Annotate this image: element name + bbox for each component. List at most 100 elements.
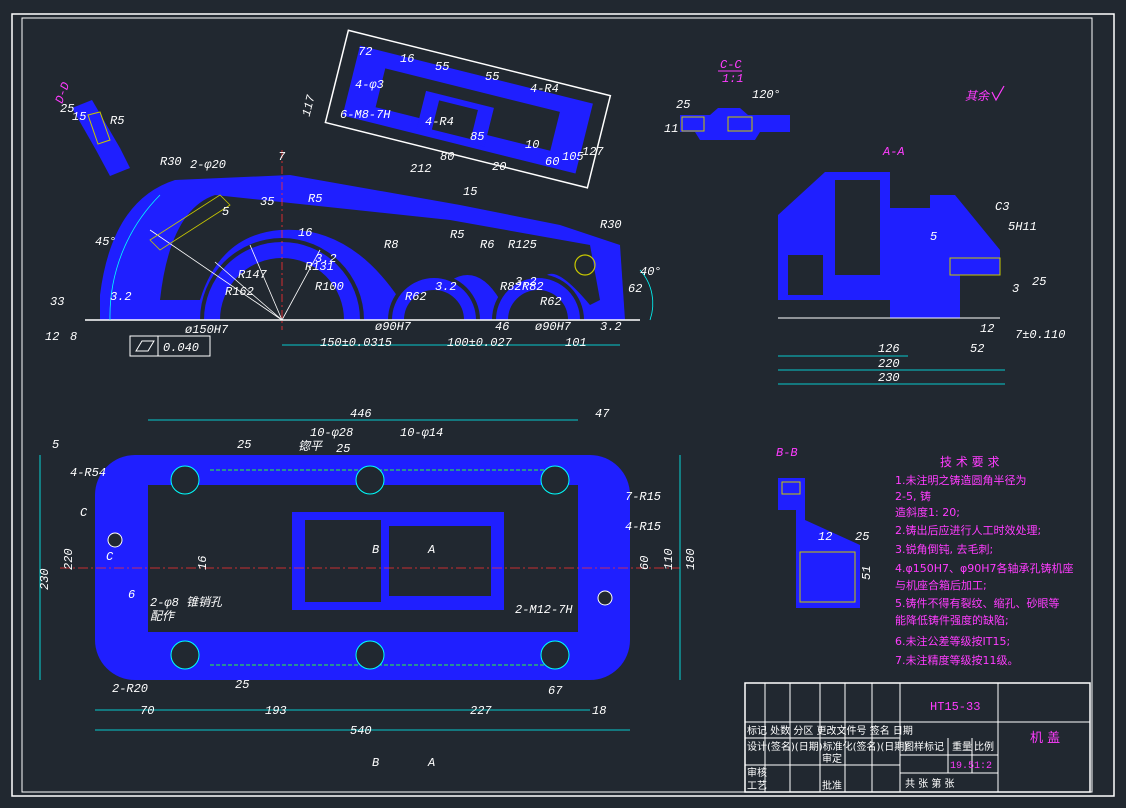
aa-hatch bbox=[949, 257, 1001, 276]
bb-shape bbox=[778, 478, 860, 608]
bb-12: 12 bbox=[818, 530, 832, 544]
dim-80: 80 bbox=[440, 150, 454, 164]
dim-117: 117 bbox=[300, 93, 319, 118]
tech-notes: 技 术 要 求 1.未注明之铸造圆角半径为 2-5, 铸 造斜度1: 20; 2… bbox=[895, 455, 1074, 667]
dd-15: 15 bbox=[72, 110, 86, 124]
dim-6m8: 6-M8-7H bbox=[340, 108, 391, 122]
dim-r125: R125 bbox=[508, 238, 537, 252]
dim-r82a: R82 bbox=[500, 280, 522, 294]
dim-85: 85 bbox=[470, 130, 484, 144]
aa-25: 25 bbox=[1032, 275, 1046, 289]
dim-32a: 3.2 bbox=[315, 252, 337, 266]
plan-window bbox=[381, 518, 499, 604]
dim-r6: R6 bbox=[480, 238, 494, 252]
plan-b1: B bbox=[372, 543, 379, 557]
note-line-0: 1.未注明之铸造圆角半径为 bbox=[895, 473, 1027, 487]
dd-25: 25 bbox=[60, 102, 74, 116]
dim-12: 12 bbox=[45, 330, 59, 344]
cc-25: 25 bbox=[676, 98, 690, 112]
tb-weight-val: 19.5 bbox=[950, 761, 974, 772]
tb-audit: 审定 bbox=[822, 752, 842, 765]
aa-section: A-A C3 5H11 5 25 3 12 7±0.110 126 52 220… bbox=[778, 145, 1065, 385]
plan-view: 5 446 47 4-R54 10-φ28 10-φ14 锪平 25 25 25… bbox=[38, 407, 698, 770]
aa-220: 220 bbox=[878, 357, 900, 371]
dim-150: 150±0.0315 bbox=[320, 336, 392, 350]
title-block: HT15-33 机 盖 标记 处数 分区 更改文件号 签名 日期 设计(签名)(… bbox=[744, 682, 1091, 793]
drawing-border-outer bbox=[11, 13, 1115, 797]
rest-check bbox=[991, 85, 1005, 102]
tb-process: 工艺 bbox=[747, 780, 767, 792]
plan-446: 446 bbox=[350, 407, 372, 421]
dim-32c: 3.2 bbox=[515, 275, 537, 289]
dim-45: 45° bbox=[95, 235, 117, 249]
dim-phi150: ø150H7 bbox=[185, 323, 229, 337]
aa-3: 3 bbox=[1012, 282, 1019, 296]
radial-3 bbox=[214, 261, 283, 321]
dim-4phi3: 4-φ3 bbox=[355, 78, 384, 92]
tb-row1: 标记 处数 分区 更改文件号 签名 日期 bbox=[747, 724, 913, 737]
bb-hatch-top bbox=[781, 481, 801, 495]
plan-5: 5 bbox=[52, 438, 59, 452]
aa-5: 5 bbox=[930, 230, 937, 244]
flatness-box bbox=[129, 335, 211, 357]
dim-55b: 55 bbox=[485, 70, 499, 84]
inner-cavity bbox=[160, 195, 600, 305]
plan-180: 180 bbox=[684, 548, 698, 570]
plan-18: 18 bbox=[592, 704, 606, 718]
plan-c1: C bbox=[80, 506, 88, 520]
dim-35: 35 bbox=[260, 195, 274, 209]
plan-a1: A bbox=[427, 543, 435, 557]
dim-4r4a: 4-R4 bbox=[530, 82, 559, 96]
arc-40 bbox=[639, 269, 654, 321]
arc-45 bbox=[109, 194, 161, 321]
plan-110: 110 bbox=[662, 548, 676, 570]
note-line-8: 能降低铸件强度的缺陷; bbox=[895, 613, 1009, 627]
dim-20: 20 bbox=[492, 160, 506, 174]
note-line-5: 4.φ150H7、φ90H7各轴承孔铸机座 bbox=[895, 561, 1074, 575]
tb-scale-label: 比例 bbox=[974, 740, 994, 753]
note-line-3: 2.铸出后应进行人工时效处理; bbox=[895, 523, 1041, 537]
bb-section: B-B 25 51 12 bbox=[776, 446, 874, 608]
hole-r bbox=[597, 590, 613, 606]
dim-r131: R131 bbox=[305, 260, 334, 274]
tb-material: HT15-33 bbox=[930, 700, 980, 714]
aa-126: 126 bbox=[878, 342, 900, 356]
tb-review: 审核 bbox=[747, 766, 767, 779]
bolt-3 bbox=[540, 465, 570, 495]
dim-r62a: R62 bbox=[405, 290, 427, 304]
front-view: 72 16 55 55 4-R4 117 4-φ3 6-M8-7H 4-R4 8… bbox=[45, 29, 662, 357]
aa-12: 12 bbox=[980, 322, 994, 336]
dim-r5b: R5 bbox=[308, 192, 322, 206]
view-b-mark: B bbox=[372, 756, 379, 770]
dim-127: 127 bbox=[582, 145, 604, 159]
dim-r147: R147 bbox=[238, 268, 268, 282]
notes-title: 技 术 要 求 bbox=[940, 455, 999, 469]
dim-r100: R100 bbox=[315, 280, 344, 294]
bolt-1 bbox=[170, 465, 200, 495]
note-line-4: 3.锐角倒钝, 去毛刺; bbox=[895, 542, 993, 556]
aa-label: A-A bbox=[882, 145, 905, 159]
plan-4r15: 4-R15 bbox=[625, 520, 661, 534]
cc-120: 120° bbox=[752, 88, 781, 102]
plan-47: 47 bbox=[595, 407, 610, 421]
bolt-2 bbox=[355, 465, 385, 495]
dim-7: 7 bbox=[278, 150, 286, 164]
dim-8: 8 bbox=[70, 330, 77, 344]
tb-approve: 批准 bbox=[822, 779, 842, 792]
aa-52: 52 bbox=[970, 342, 984, 356]
plan-25c: 25 bbox=[235, 678, 249, 692]
dim-32d: 3.2 bbox=[600, 320, 622, 334]
tb-stage: 图样标记 bbox=[904, 740, 944, 753]
dim-r5a: R5 bbox=[110, 114, 124, 128]
dim-55a: 55 bbox=[435, 60, 449, 74]
dim-r62b: R62 bbox=[540, 295, 562, 309]
dim-62: 62 bbox=[628, 282, 642, 296]
plan-25b: 25 bbox=[336, 442, 350, 456]
radial-2 bbox=[281, 249, 321, 321]
plan-2r20: 2-R20 bbox=[112, 682, 148, 696]
aa-shape bbox=[778, 172, 1000, 318]
bb-label: B-B bbox=[776, 446, 798, 460]
bolt-6 bbox=[540, 640, 570, 670]
mid-arch bbox=[392, 278, 476, 321]
dim-46: 46 bbox=[495, 320, 509, 334]
